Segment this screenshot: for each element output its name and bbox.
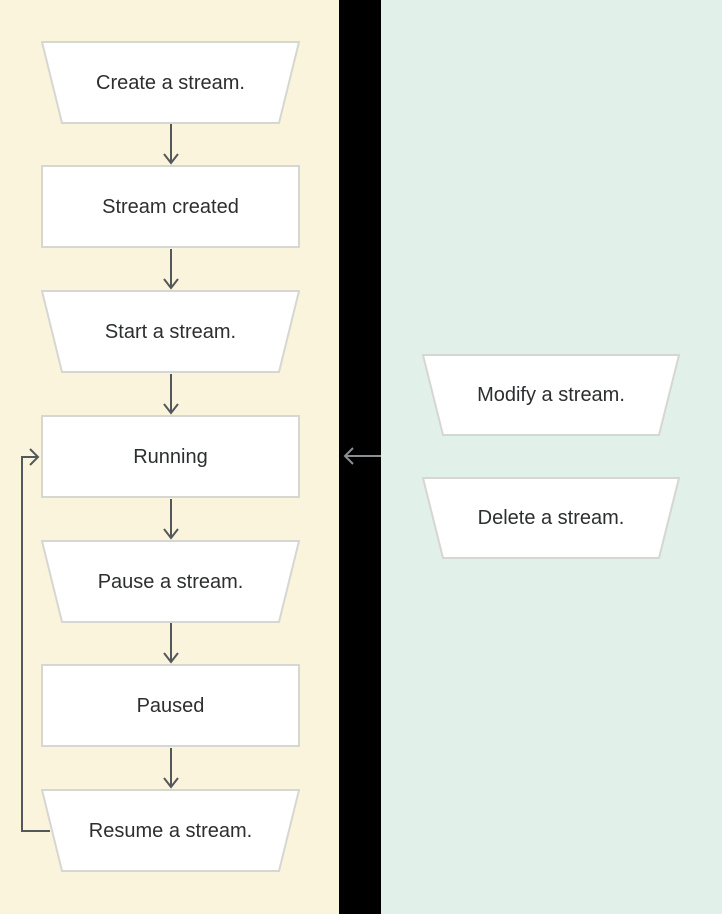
node-label: Running — [133, 445, 208, 468]
lifecycle-panel: Create a stream. Stream created Start a … — [0, 0, 339, 914]
flow-node-paused: Paused — [41, 664, 300, 747]
flow-node-stream-created: Stream created — [41, 165, 300, 248]
actions-panel: Modify a stream. Delete a stream. — [381, 0, 722, 914]
arrow-actions-to-running — [343, 447, 383, 465]
node-label: Stream created — [102, 195, 239, 218]
node-label: Modify a stream. — [477, 384, 625, 406]
node-label: Delete a stream. — [477, 507, 625, 529]
node-label: Pause a stream. — [97, 570, 244, 593]
arrow-pause-to-paused — [163, 623, 179, 664]
node-label: Resume a stream. — [88, 819, 253, 842]
arrow-create-to-created — [163, 124, 179, 165]
node-label: Start a stream. — [104, 320, 237, 343]
flow-node-create-a-stream: Create a stream. — [41, 41, 300, 124]
trapezoid-shape — [41, 540, 300, 623]
trapezoid-shape — [41, 41, 300, 124]
arrow-start-to-running — [163, 374, 179, 415]
trapezoid-shape — [422, 354, 680, 436]
node-label: Create a stream. — [96, 71, 245, 94]
flow-node-start-a-stream: Start a stream. — [41, 290, 300, 373]
flow-node-pause-a-stream: Pause a stream. — [41, 540, 300, 623]
node-label: Paused — [136, 694, 205, 717]
flow-node-delete-a-stream: Delete a stream. — [422, 477, 680, 559]
arrow-paused-to-resume — [163, 748, 179, 789]
flow-node-running: Running — [41, 415, 300, 498]
flow-node-resume-a-stream: Resume a stream. — [41, 789, 300, 872]
trapezoid-shape — [422, 477, 680, 559]
trapezoid-shape — [41, 290, 300, 373]
arrow-created-to-start — [163, 249, 179, 290]
flow-node-modify-a-stream: Modify a stream. — [422, 354, 680, 436]
trapezoid-shape — [41, 789, 300, 872]
arrow-running-to-pause — [163, 499, 179, 540]
